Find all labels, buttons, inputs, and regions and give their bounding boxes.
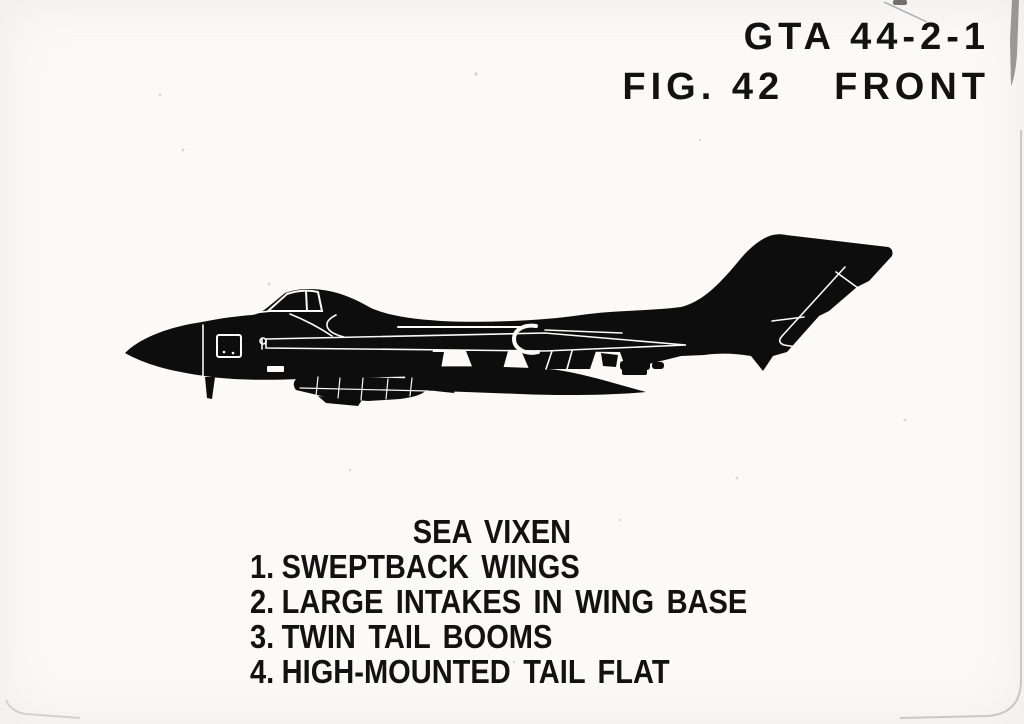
- aircraft-name: SEA VIXEN: [412, 513, 572, 550]
- gun-boom-outline: [265, 332, 687, 352]
- blade-antenna: [205, 377, 215, 399]
- silhouette-detail-lines: [202, 266, 859, 401]
- rudder-hinge-line: [835, 271, 859, 289]
- feature-item: 2.LARGE INTAKES IN WING BASE: [250, 584, 747, 619]
- figure-number-label: FIG. 42: [622, 66, 785, 108]
- card-edge-artifacts: [5, 0, 1022, 719]
- feature-text: TWIN TAIL BOOMS: [281, 618, 553, 655]
- feature-item: 1.SWEPTBACK WINGS: [250, 549, 747, 584]
- pylon-separator: [545, 350, 553, 370]
- canopy-aft-curve: [289, 313, 333, 337]
- feature-text: HIGH-MOUNTED TAIL FLAT: [281, 653, 670, 690]
- canopy-frame-divider: [305, 290, 308, 312]
- nose-access-panel: [216, 334, 242, 358]
- boom-panel-line: [587, 296, 651, 310]
- card-right-edge: [899, 130, 1022, 719]
- feature-number: 3.: [250, 618, 275, 655]
- rudder-tick: [771, 316, 805, 322]
- pylon-separator: [566, 350, 573, 370]
- view-label: FRONT: [834, 66, 990, 108]
- dust-specks: [158, 72, 907, 664]
- pod-detail-lines: [299, 376, 429, 401]
- card-header: GTA 44-2-1 FIG. 42 FRONT: [622, 12, 990, 112]
- fuselage-dash-marking: [267, 366, 284, 372]
- feature-number: 2.: [250, 583, 275, 620]
- aircraft-silhouette: [125, 234, 893, 380]
- intake-lip-curve: [511, 323, 540, 355]
- caption-block: SEA VIXEN 1.SWEPTBACK WINGS 2.LARGE INTA…: [250, 514, 747, 689]
- feature-text: SWEPTBACK WINGS: [281, 548, 580, 585]
- feature-item: 3.TWIN TAIL BOOMS: [250, 619, 747, 654]
- feature-text: LARGE INTAKES IN WING BASE: [281, 583, 748, 620]
- wing-leading-arc: [326, 314, 345, 338]
- wing-pylons: [412, 350, 664, 375]
- cockpit-sill-line: [233, 310, 273, 317]
- scratch-mark: [883, 1, 928, 23]
- feature-item: 4.HIGH-MOUNTED TAIL FLAT: [250, 654, 747, 689]
- scratch-blob: [893, 0, 907, 5]
- figure-line: FIG. 42 FRONT: [622, 62, 990, 112]
- rudder-outline: [778, 266, 846, 349]
- scan-dark-edge: [1010, 0, 1019, 86]
- drop-tank: [405, 366, 646, 396]
- feature-number: 1.: [250, 548, 275, 585]
- intake-panel-line: [544, 329, 623, 334]
- gta-number: GTA 44-2-1: [743, 16, 990, 58]
- feature-number: 4.: [250, 653, 275, 690]
- card-bottomleft-corner: [5, 699, 81, 719]
